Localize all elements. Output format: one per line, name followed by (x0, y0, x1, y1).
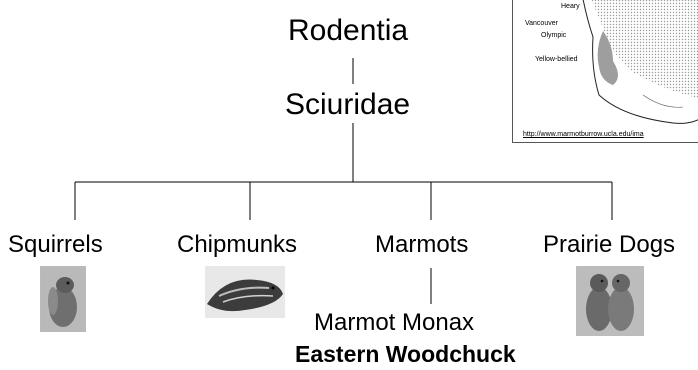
map-label-vancouver: Vancouver (525, 20, 558, 27)
prairie-dogs-photo (576, 266, 644, 336)
group-label-squirrels: Squirrels (8, 233, 103, 257)
map-label-yellow-bellied: Yellow-bellied (535, 56, 578, 63)
root-label: Rodentia (288, 16, 408, 46)
species-label: Marmot Monax (314, 311, 474, 335)
map-source-link[interactable]: http://www.marmotburrow.ucla.edu/ima (523, 131, 644, 138)
marmot-range-map: Heary Vancouver Olympic Yellow-bellied h… (512, 0, 698, 143)
group-label-chipmunks: Chipmunks (177, 233, 297, 257)
common-name-label: Eastern Woodchuck (295, 343, 516, 366)
chipmunk-photo (205, 266, 285, 318)
map-label-olympic: Olympic (541, 32, 566, 39)
group-label-prairie-dogs: Prairie Dogs (543, 233, 675, 257)
family-label: Sciuridae (285, 90, 410, 120)
map-label-heary: Heary (561, 3, 580, 10)
squirrel-photo (40, 266, 86, 332)
group-label-marmots: Marmots (375, 233, 468, 257)
